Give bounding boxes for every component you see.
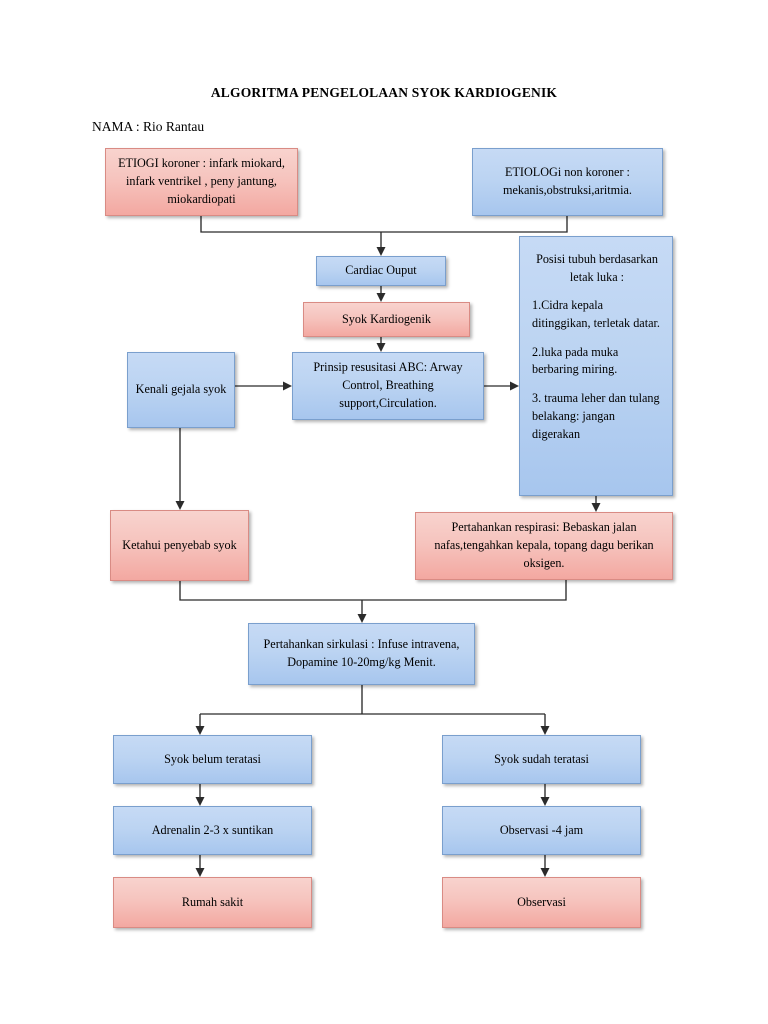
arrowhead-observasi <box>540 868 550 877</box>
node-rumah-sakit-label: Rumah sakit <box>181 894 244 909</box>
node-rumah-sakit[interactable]: Rumah sakit <box>113 877 312 928</box>
node-cardiac-output-label: Cardiac Ouput <box>345 263 417 278</box>
arrowhead-posisi-tubuh <box>510 381 519 391</box>
node-syok-belum-teratasi-label: Syok belum teratasi <box>164 751 261 766</box>
node-pertahankan-respirasi-label: Pertahankan respirasi: Bebaskan jalan na… <box>434 520 654 570</box>
node-posisi-tubuh-item-3: 3. trauma leher dan tulang belakang: jan… <box>532 391 660 441</box>
page-title: ALGORITMA PENGELOLAAN SYOK KARDIOGENIK <box>210 85 558 100</box>
node-posisi-tubuh-item-2: 2.luka pada muka berbaring miring. <box>532 344 619 377</box>
node-pertahankan-sirkulasi-label: Pertahankan sirkulasi : Infuse intravena… <box>263 637 460 669</box>
edge-etiologi-nonkoroner-to-bar <box>381 216 568 233</box>
edge-respirasi-to-sirkulasi-bar <box>362 580 567 601</box>
node-syok-kardiogenik-label: Syok Kardiogenik <box>341 311 432 326</box>
arrowhead-pertahankan-respirasi <box>591 503 601 512</box>
arrowhead-ketahui-penyebab <box>175 501 185 510</box>
node-pertahankan-sirkulasi[interactable]: Pertahankan sirkulasi : Infuse intravena… <box>248 623 475 685</box>
author-name-line: NAMA : Rio Rantau <box>92 119 205 134</box>
node-syok-kardiogenik[interactable]: Syok Kardiogenik <box>303 302 470 337</box>
node-etiologi-koroner[interactable]: ETIOGI koroner : infark miokard, infark … <box>105 148 298 216</box>
node-kenali-gejala-syok-label: Kenali gejala syok <box>135 382 227 397</box>
node-syok-sudah-teratasi-label: Syok sudah teratasi <box>494 751 589 766</box>
node-kenali-gejala-syok[interactable]: Kenali gejala syok <box>127 352 235 428</box>
arrowhead-observasi-4jam <box>540 797 550 806</box>
node-adrenalin-label: Adrenalin 2-3 x suntikan <box>151 822 274 837</box>
node-syok-belum-teratasi[interactable]: Syok belum teratasi <box>113 735 312 784</box>
edge-ketahui-to-sirkulasi-bar <box>179 581 362 601</box>
arrowhead-syok-belum-teratasi <box>195 726 205 735</box>
arrowhead-pertahankan-sirkulasi <box>357 614 367 623</box>
node-observasi-4-jam[interactable]: Observasi -4 jam <box>442 806 641 855</box>
arrowhead-syok-kardiogenik <box>376 293 386 302</box>
node-pertahankan-respirasi[interactable]: Pertahankan respirasi: Bebaskan jalan na… <box>415 512 673 580</box>
node-etiologi-non-koroner[interactable]: ETIOLOGi non koroner : mekanis,obstruksi… <box>472 148 663 216</box>
arrowhead-adrenalin <box>195 797 205 806</box>
node-posisi-tubuh-heading: Posisi tubuh berdasarkan letak luka : <box>536 252 658 284</box>
node-cardiac-output[interactable]: Cardiac Ouput <box>316 256 446 286</box>
arrowhead-prinsip-from-kenali <box>283 381 292 391</box>
arrowhead-rumah-sakit <box>195 868 205 877</box>
edge-etiologi-koroner-to-bar <box>200 216 381 233</box>
arrowhead-prinsip-resusitasi <box>376 343 386 352</box>
node-ketahui-penyebab-syok[interactable]: Ketahui penyebab syok <box>110 510 249 581</box>
node-prinsip-resusitasi[interactable]: Prinsip resusitasi ABC: Arway Control, B… <box>292 352 484 420</box>
arrowhead-cardiac-output <box>376 247 386 256</box>
node-prinsip-resusitasi-label: Prinsip resusitasi ABC: Arway Control, B… <box>313 360 463 410</box>
node-ketahui-penyebab-syok-label: Ketahui penyebab syok <box>122 537 237 552</box>
node-etiologi-non-koroner-label: ETIOLOGi non koroner : mekanis,obstruksi… <box>503 165 632 197</box>
node-etiologi-koroner-label: ETIOGI koroner : infark miokard, infark … <box>118 156 285 206</box>
node-posisi-tubuh[interactable]: Posisi tubuh berdasarkan letak luka : 1.… <box>519 236 673 496</box>
node-observasi[interactable]: Observasi <box>442 877 641 928</box>
node-observasi-4-jam-label: Observasi -4 jam <box>499 822 584 837</box>
arrowhead-syok-sudah-teratasi <box>540 726 550 735</box>
node-observasi-label: Observasi <box>517 894 566 909</box>
node-adrenalin[interactable]: Adrenalin 2-3 x suntikan <box>113 806 312 855</box>
node-syok-sudah-teratasi[interactable]: Syok sudah teratasi <box>442 735 641 784</box>
node-posisi-tubuh-item-1: 1.Cidra kepala ditinggikan, terletak dat… <box>532 298 660 331</box>
